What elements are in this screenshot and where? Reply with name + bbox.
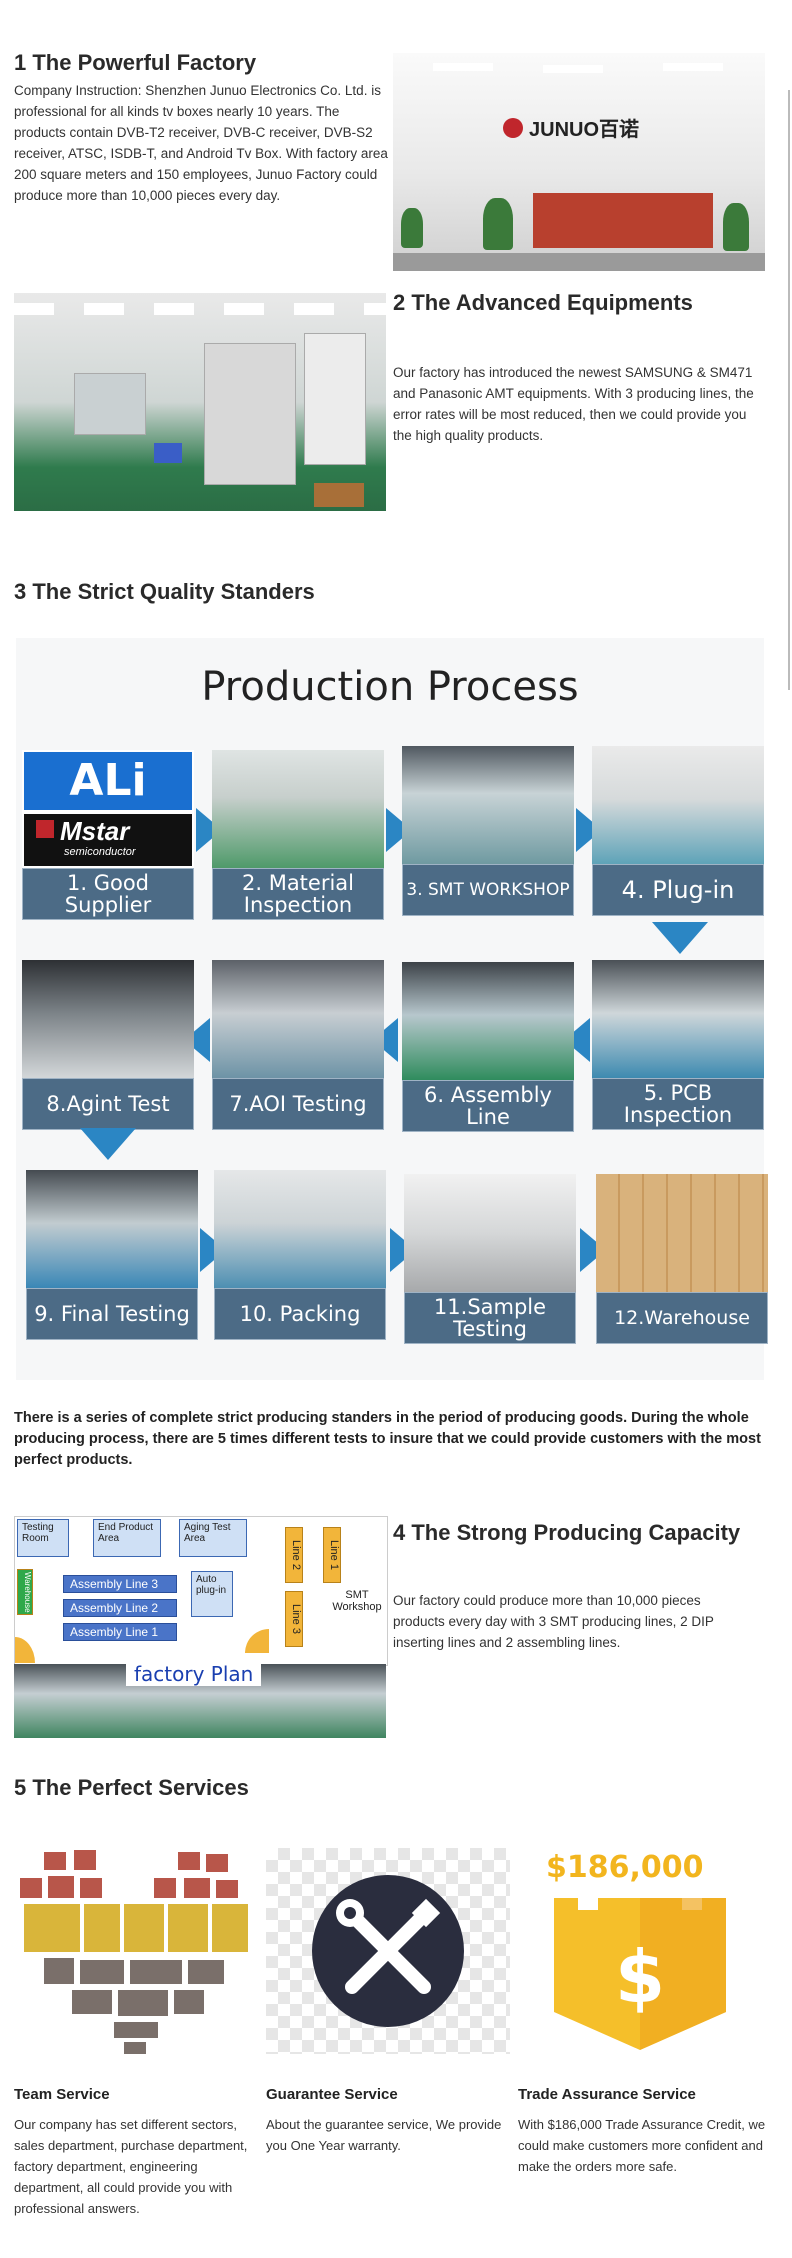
step-label: 12.Warehouse: [596, 1292, 768, 1344]
plan-assembly-line-1: Assembly Line 1: [63, 1623, 177, 1641]
assembly-line-photo: factory Plan: [14, 1664, 386, 1738]
section-4-title: 4 The Strong Producing Capacity: [393, 1520, 741, 1545]
step-pcb-inspection: 5. PCB Inspection: [592, 960, 764, 1130]
section-2-title: 2 The Advanced Equipments: [393, 290, 693, 315]
office-reception-photo: JUNUO百诺: [393, 53, 765, 271]
step-packing: 10. Packing: [214, 1170, 386, 1340]
step-warehouse: 12.Warehouse: [596, 1174, 768, 1344]
plan-testing-room: Testing Room: [17, 1519, 69, 1557]
production-process-title: Production Process: [201, 664, 579, 710]
section-1-text: Company Instruction: Shenzhen Junuo Elec…: [14, 83, 388, 203]
plan-end-product-area: End Product Area: [93, 1519, 161, 1557]
junuo-logo: JUNUO百诺: [503, 113, 639, 142]
step-good-supplier: ALi Mstar semiconductor 1. Good Supplier: [22, 750, 194, 920]
page-edge-divider: [788, 90, 790, 690]
section-3-title: 3 The Strict Quality Standers: [14, 579, 315, 604]
plan-aging-test-area: Aging Test Area: [179, 1519, 247, 1557]
step-label: 4. Plug-in: [592, 864, 764, 916]
step-sample-testing: 11.Sample Testing: [404, 1174, 576, 1344]
quality-summary-text: There is a series of complete strict pro…: [14, 1410, 761, 1468]
step-aoi-testing: 7.AOI Testing: [212, 960, 384, 1130]
guarantee-service-title: Guarantee Service: [266, 2086, 398, 2103]
process-arrow-down-icon: [652, 922, 708, 954]
step-label: 8.Agint Test: [22, 1078, 194, 1130]
process-arrow-down-icon: [80, 1128, 136, 1160]
trade-assurance-text: With $186,000 Trade Assurance Credit, we…: [518, 2117, 766, 2174]
step-label: 11.Sample Testing: [404, 1292, 576, 1344]
reception-desk: [533, 193, 713, 248]
step-label: 9. Final Testing: [26, 1288, 198, 1340]
step-label: 2. Material Inspection: [212, 868, 384, 920]
step-material-inspection: 2. Material Inspection: [212, 750, 384, 920]
step-label: 3. SMT WORKSHOP: [402, 864, 574, 916]
factory-plan-caption: factory Plan: [126, 1664, 262, 1686]
guarantee-service-text: About the guarantee service, We provide …: [266, 2117, 502, 2153]
plan-assembly-line-3: Assembly Line 3: [63, 1575, 177, 1593]
step-label: 7.AOI Testing: [212, 1078, 384, 1130]
step-agint-test: 8.Agint Test: [22, 960, 194, 1130]
plan-line-1: Line 1: [323, 1527, 341, 1583]
team-photo-collage: [14, 1848, 258, 2054]
svg-text:$: $: [615, 1935, 665, 2019]
section-4-text: Our factory could produce more than 10,0…: [393, 1593, 714, 1650]
ali-logo: ALi: [24, 752, 192, 810]
section-2-text: Our factory has introduced the newest SA…: [393, 365, 754, 443]
trade-amount: $186,000: [546, 1850, 704, 1885]
plan-line-3: Line 3: [285, 1591, 303, 1647]
step-smt-workshop: 3. SMT WORKSHOP: [402, 746, 574, 916]
plan-assembly-line-2: Assembly Line 2: [63, 1599, 177, 1617]
wrench-screwdriver-icon: [312, 1875, 464, 2027]
step-label: 5. PCB Inspection: [592, 1078, 764, 1130]
trade-assurance-title: Trade Assurance Service: [518, 2086, 696, 2103]
plan-smt-workshop: SMT Workshop: [332, 1589, 382, 1613]
step-label: 10. Packing: [214, 1288, 386, 1340]
step-plug-in: 4. Plug-in: [592, 746, 764, 916]
step-assembly-line: 6. Assembly Line: [402, 962, 574, 1132]
guarantee-tools-image: [266, 1848, 510, 2054]
production-process-panel: Production Process ALi Mstar semiconduct…: [16, 638, 768, 1380]
step-label: 6. Assembly Line: [402, 1080, 574, 1132]
section-1-title: 1 The Powerful Factory: [14, 50, 257, 75]
team-service-text: Our company has set different sectors, s…: [14, 2117, 248, 2216]
plan-warehouse: Warehouse: [17, 1569, 33, 1615]
team-service-title: Team Service: [14, 2086, 110, 2103]
factory-plan-diagram: Testing Room End Product Area Aging Test…: [14, 1516, 388, 1666]
step-final-testing: 9. Final Testing: [26, 1170, 198, 1340]
shield-dollar-icon: $: [554, 1898, 726, 2050]
plan-line-2: Line 2: [285, 1527, 303, 1583]
factory-equipment-photo: [14, 293, 386, 511]
mstar-logo: Mstar semiconductor: [24, 814, 192, 866]
plan-auto-plug-in: Auto plug-in: [191, 1571, 233, 1617]
trade-assurance-image: $186,000 $: [518, 1848, 762, 2054]
step-label: 1. Good Supplier: [22, 868, 194, 920]
section-5-title: 5 The Perfect Services: [14, 1775, 249, 1800]
